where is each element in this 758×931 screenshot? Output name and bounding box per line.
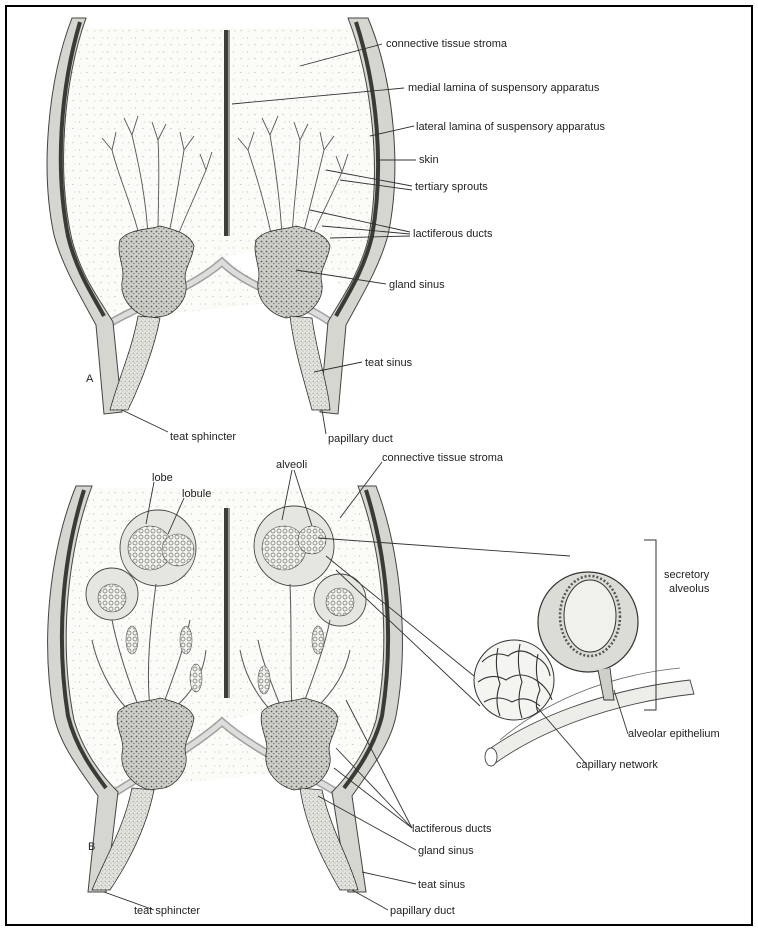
- lobule-right-2: [298, 526, 326, 554]
- panel-b-udder-drawing: [48, 486, 403, 892]
- label-tertiary-sprouts: tertiary sprouts: [415, 181, 488, 193]
- label-papillary-duct-a: papillary duct: [328, 433, 393, 445]
- label-secretory: secretory: [664, 569, 710, 581]
- lobule-left-3: [98, 584, 126, 612]
- label-medial-lamina: medial lamina of suspensory apparatus: [408, 82, 600, 94]
- medial-lamina: [224, 30, 228, 236]
- label-lateral-lamina: lateral lamina of suspensory apparatus: [416, 121, 605, 133]
- panel-a-udder-drawing: [47, 18, 395, 414]
- label-lobule: lobule: [182, 488, 211, 500]
- label-teat-sphincter-b: teat sphincter: [134, 905, 200, 917]
- label-lobe: lobe: [152, 472, 173, 484]
- medial-lamina-edge: [228, 30, 230, 236]
- vessel-opening: [485, 748, 497, 766]
- label-teat-sinus-a: teat sinus: [365, 357, 413, 369]
- label-lactiferous-ducts-a: lactiferous ducts: [413, 228, 493, 240]
- label-teat-sinus-b: teat sinus: [418, 879, 466, 891]
- label-gland-sinus-b: gland sinus: [418, 845, 474, 857]
- lobule-right-3: [326, 588, 354, 616]
- label-alveoli: alveoli: [276, 459, 307, 471]
- lobule-left-2: [162, 534, 194, 566]
- alveolus-bracket: [644, 540, 656, 710]
- lobule-right: [262, 526, 306, 570]
- label-capillary-network: capillary network: [576, 759, 658, 771]
- medial-lamina-b-edge: [228, 508, 230, 698]
- label-skin: skin: [419, 154, 439, 166]
- label-lactiferous-ducts-b: lactiferous ducts: [412, 823, 492, 835]
- label-alveolus: alveolus: [669, 583, 710, 595]
- medial-lamina-b: [224, 508, 228, 698]
- label-connective-tissue-stroma-a: connective tissue stroma: [386, 38, 508, 50]
- panel-b-letter: B: [88, 841, 95, 853]
- panel-a-letter: A: [86, 373, 94, 385]
- alveolar-duct: [598, 668, 614, 700]
- label-gland-sinus-a: gland sinus: [389, 279, 445, 291]
- gland-sinus-right: [255, 226, 330, 318]
- label-papillary-duct-b: papillary duct: [390, 905, 455, 917]
- label-teat-sphincter-a: teat sphincter: [170, 431, 236, 443]
- label-alveolar-epithelium: alveolar epithelium: [628, 728, 720, 740]
- gland-sinus-right-b: [261, 698, 338, 790]
- alveolar-lumen: [564, 580, 616, 652]
- label-connective-tissue-stroma-b: connective tissue stroma: [382, 452, 504, 464]
